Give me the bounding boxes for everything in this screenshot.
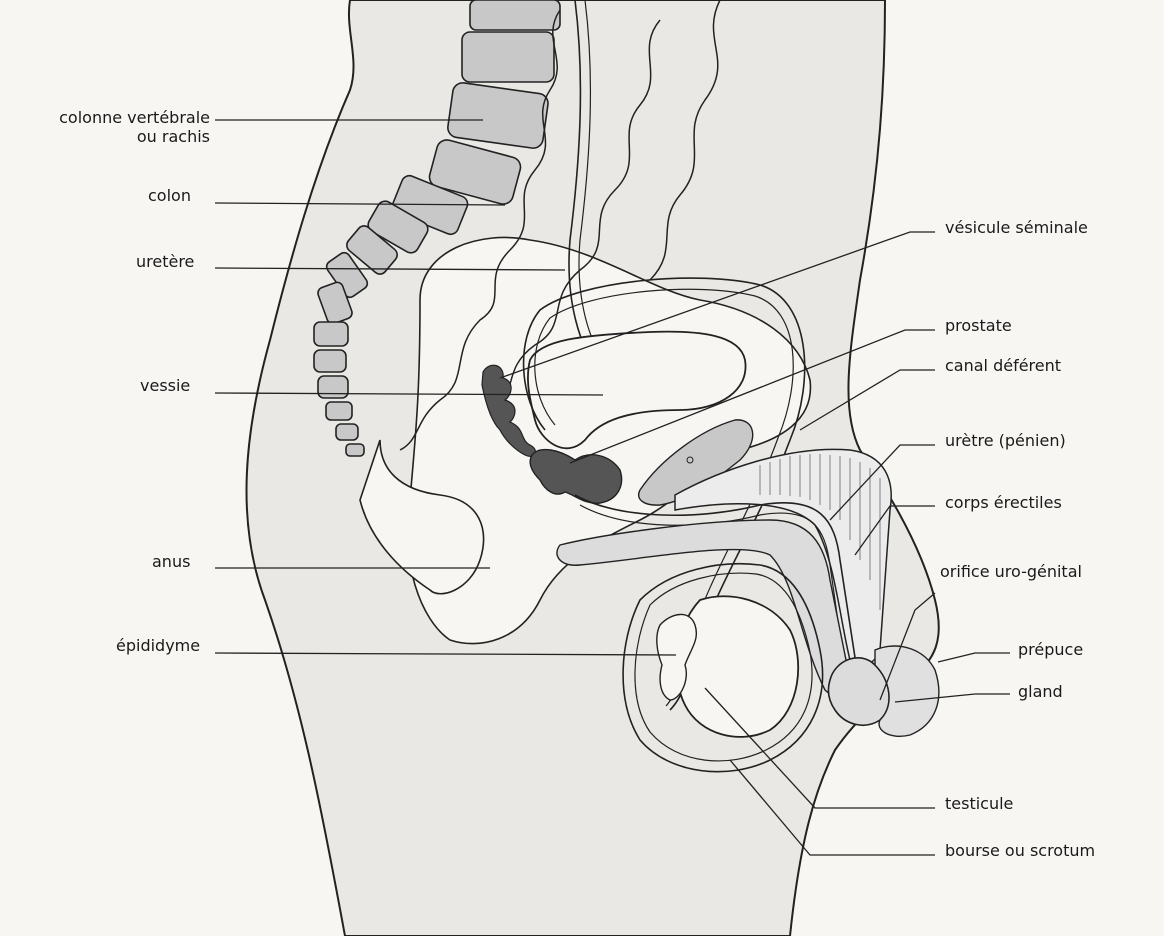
label-gland: gland [1018,682,1063,701]
testicle [677,596,799,737]
label-anus: anus [152,552,190,571]
label-epididyme: épididyme [116,636,200,655]
label-uretre: urètre (pénien) [945,431,1066,450]
label-vesicule: vésicule séminale [945,218,1088,237]
label-colonne-line2: ou rachis [10,127,210,146]
label-prepuce: prépuce [1018,640,1083,659]
label-prostate: prostate [945,316,1012,335]
label-uretere: uretère [136,252,194,271]
label-colon: colon [148,186,191,205]
label-vessie: vessie [140,376,190,395]
label-bourse: bourse ou scrotum [945,841,1095,860]
label-canal: canal déférent [945,356,1061,375]
label-orifice: orifice uro-génital [940,562,1082,581]
label-corps: corps érectiles [945,493,1062,512]
label-testicule: testicule [945,794,1013,813]
label-colonne-line1: colonne vertébrale [10,108,210,127]
label-colonne: colonne vertébrale ou rachis [10,108,210,146]
